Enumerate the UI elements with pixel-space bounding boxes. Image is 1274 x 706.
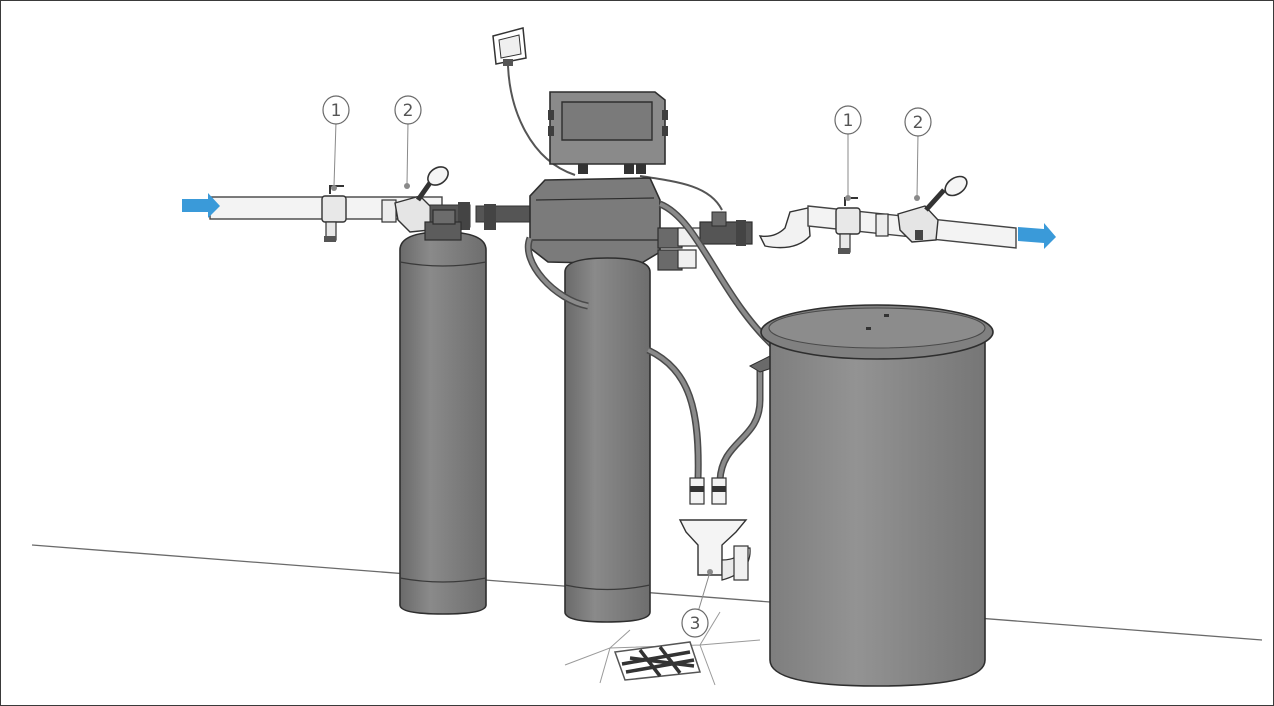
power-cable bbox=[507, 65, 576, 176]
callout-right-shutoff: 1 bbox=[834, 105, 862, 201]
callout-left-shutoff: 1 bbox=[322, 95, 350, 191]
meter-cable bbox=[639, 175, 723, 211]
callout-left-filter: 2 bbox=[394, 95, 422, 189]
control-unit bbox=[548, 91, 668, 174]
softener-tank-center bbox=[564, 257, 651, 623]
drain-funnel bbox=[678, 519, 751, 581]
water-meter bbox=[699, 207, 811, 249]
right-pressure-reducer bbox=[875, 175, 968, 243]
callout-label: 1 bbox=[843, 111, 854, 131]
callout-label: 2 bbox=[403, 101, 414, 121]
callout-label: 1 bbox=[331, 101, 342, 121]
right-shutoff-valve bbox=[835, 197, 861, 254]
callout-label: 3 bbox=[690, 614, 701, 634]
left-shutoff-valve bbox=[321, 185, 347, 242]
softener-valve-body bbox=[529, 177, 661, 265]
power-socket-icon bbox=[492, 27, 527, 66]
callout-label: 2 bbox=[913, 113, 924, 133]
brine-tank bbox=[760, 304, 994, 687]
floor-drain-icon bbox=[564, 611, 761, 686]
callout-drain: 3 bbox=[681, 569, 713, 638]
inlet-flow-arrow-icon bbox=[182, 193, 220, 218]
mineral-tank-left bbox=[399, 209, 487, 615]
outlet-flow-arrow-icon bbox=[1018, 223, 1056, 249]
callout-right-filter: 2 bbox=[904, 107, 932, 201]
